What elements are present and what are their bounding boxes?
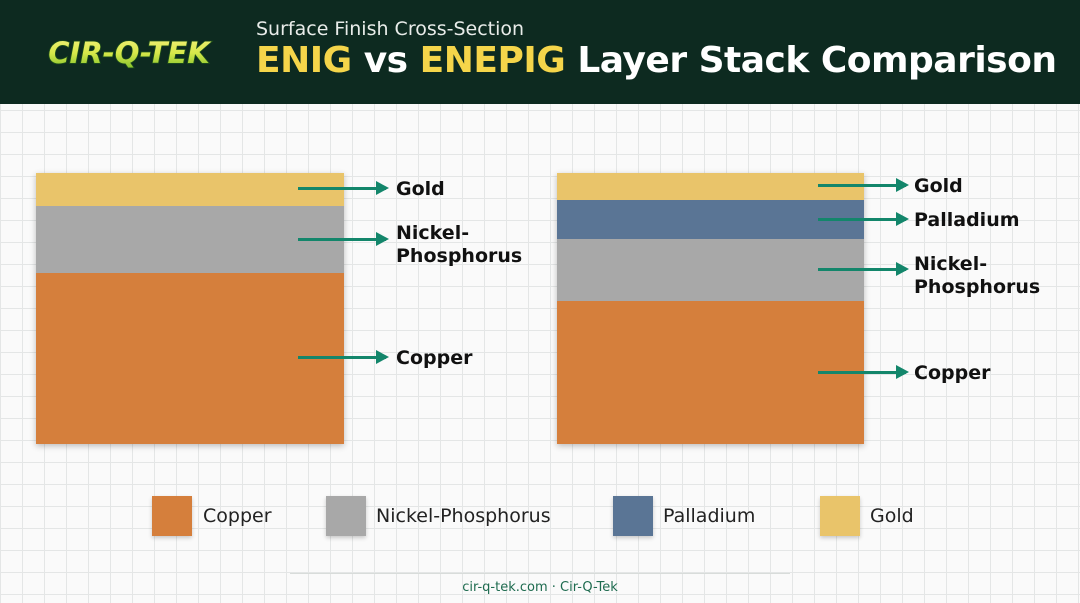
enig-nickel-arrow: [298, 232, 389, 246]
enig-nickel-label-line2: Phosphorus: [396, 245, 523, 267]
enig-copper-arrow: [298, 350, 389, 364]
enig-nickel-label: Nickel- Phosphorus: [396, 222, 522, 268]
enepig-gold-arrow: [818, 178, 909, 192]
enepig-copper-layer: [557, 301, 864, 444]
legend-swatch-nickel: [326, 496, 366, 536]
enepig-stack: [557, 173, 864, 444]
arrow-head-icon: [376, 232, 389, 246]
header-banner: CIR-Q-TEK Surface Finish Cross-Section E…: [0, 0, 1080, 104]
legend-label-copper: Copper: [203, 505, 272, 527]
enig-gold-arrow: [298, 181, 389, 195]
svg-text:CIR-Q-TEK: CIR-Q-TEK: [48, 36, 212, 70]
enig-copper-label: Copper: [396, 347, 473, 369]
enig-gold-label: Gold: [396, 178, 445, 200]
legend-swatch-palladium: [613, 496, 653, 536]
enepig-palladium-layer: [557, 200, 864, 239]
enig-gold-layer: [36, 173, 344, 206]
arrow-head-icon: [376, 350, 389, 364]
enig-nickel-label-line1: Nickel-: [396, 222, 470, 244]
legend-swatch-copper: [152, 496, 192, 536]
page-subtitle: Surface Finish Cross-Section: [256, 18, 525, 40]
arrow-head-icon: [376, 181, 389, 195]
cir-q-tek-logo: CIR-Q-TEK: [47, 35, 213, 71]
title-rest: Layer Stack Comparison: [565, 40, 1057, 81]
title-vs: vs: [351, 40, 420, 81]
arrow-head-icon: [896, 365, 909, 379]
enig-stack: [36, 173, 344, 444]
enepig-copper-arrow: [818, 365, 909, 379]
page-title: ENIG vs ENEPIG Layer Stack Comparison: [256, 40, 1057, 81]
enig-nickel-layer: [36, 206, 344, 273]
arrow-head-icon: [896, 178, 909, 192]
enepig-nickel-layer: [557, 239, 864, 301]
legend-label-nickel: Nickel-Phosphorus: [376, 505, 551, 527]
legend-label-gold: Gold: [870, 505, 914, 527]
legend-label-palladium: Palladium: [663, 505, 756, 527]
title-enig: ENIG: [256, 40, 352, 81]
enepig-copper-label: Copper: [914, 362, 991, 384]
enepig-nickel-arrow: [818, 262, 909, 276]
legend-swatch-gold: [820, 496, 860, 536]
footer-text: cir-q-tek.com · Cir-Q-Tek: [462, 580, 618, 595]
enepig-palladium-label: Palladium: [914, 209, 1020, 231]
enig-copper-layer: [36, 273, 344, 444]
enepig-nickel-label: Nickel- Phosphorus: [914, 253, 1040, 299]
footer-divider: [290, 573, 790, 574]
enepig-nickel-label-line1: Nickel-: [914, 253, 988, 275]
arrow-head-icon: [896, 262, 909, 276]
enepig-nickel-label-line2: Phosphorus: [914, 276, 1041, 298]
arrow-head-icon: [896, 212, 909, 226]
enepig-gold-label: Gold: [914, 175, 963, 197]
enepig-palladium-arrow: [818, 212, 909, 226]
title-enepig: ENEPIG: [419, 40, 566, 81]
enepig-gold-layer: [557, 173, 864, 200]
